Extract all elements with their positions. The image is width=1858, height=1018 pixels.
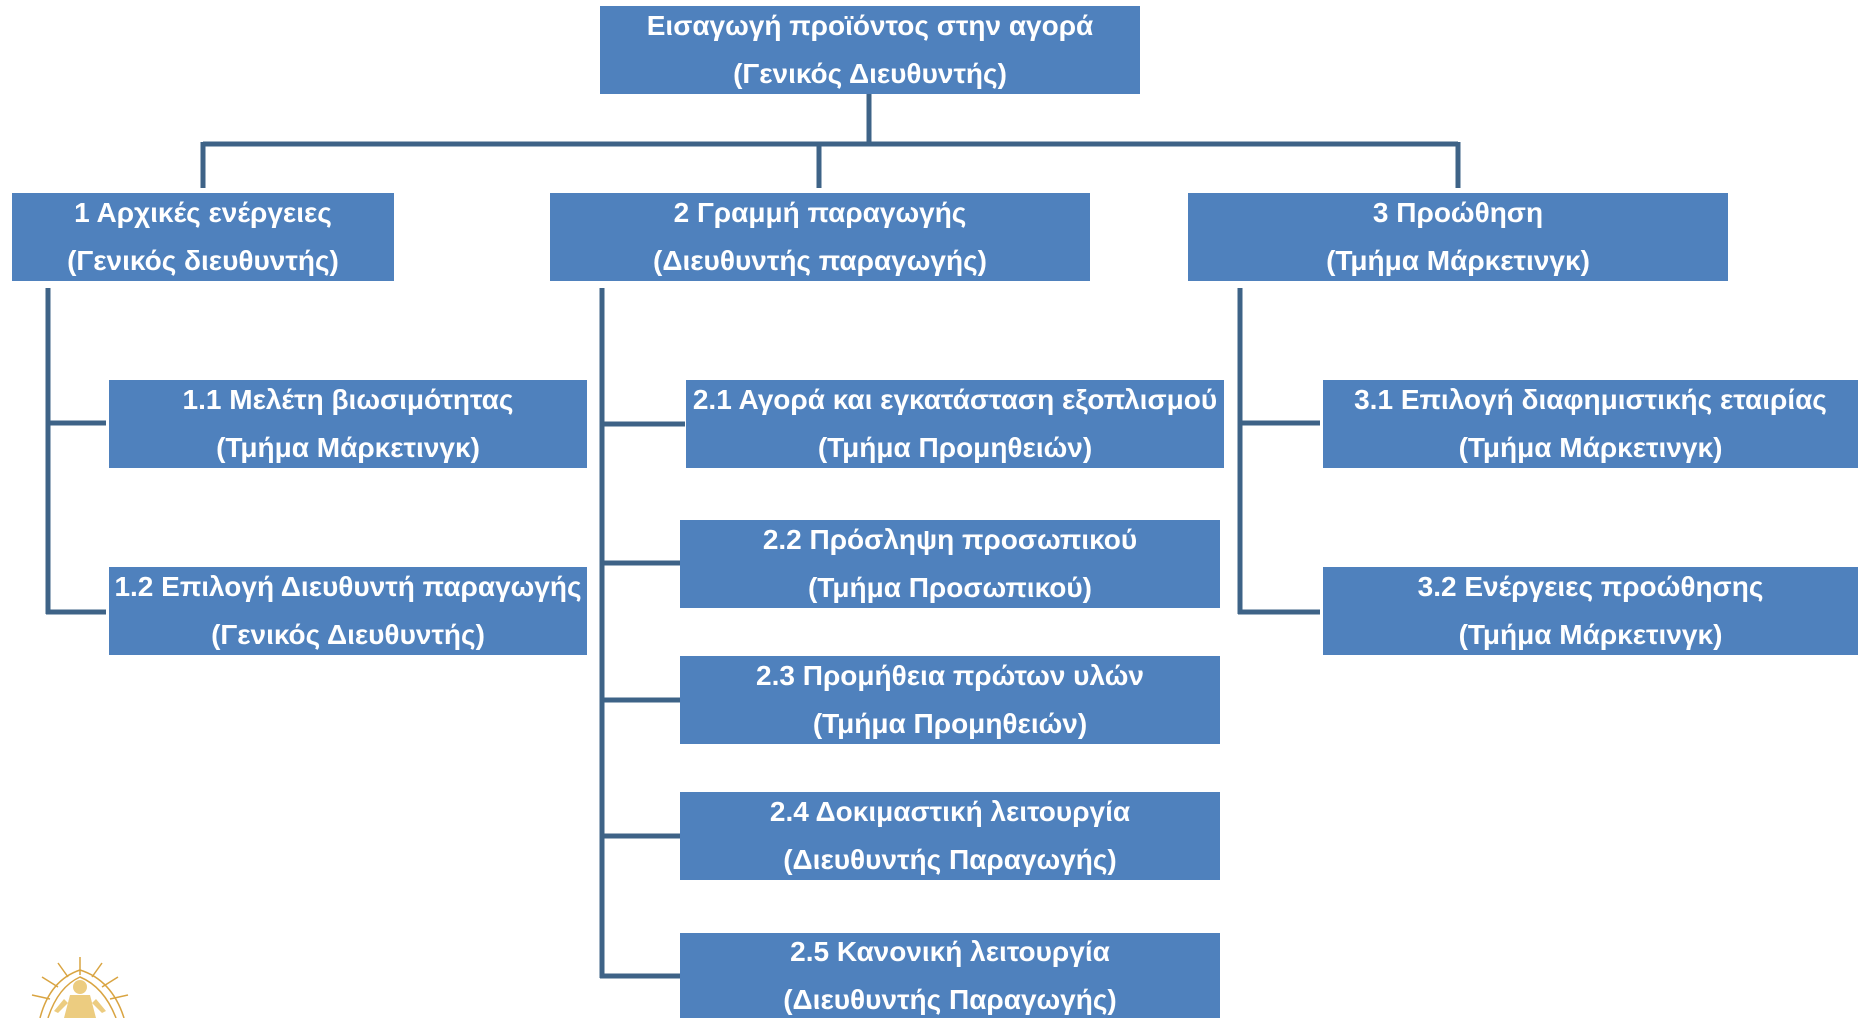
node-title: 1.1 Μελέτη βιωσιμότητας (182, 384, 514, 415)
task-1-2-node: 1.2 Επιλογή Διευθυντή παραγωγής (Γενικός… (109, 567, 587, 655)
node-owner: (Τμήμα Προσωπικού) (807, 572, 1092, 603)
task-3-2-node: 3.2 Ενέργειες προώθησης (Τμήμα Μάρκετινγ… (1323, 567, 1858, 655)
task-1-1-node: 1.1 Μελέτη βιωσιμότητας (Τμήμα Μάρκετινγ… (109, 380, 587, 468)
task-2-2-node: 2.2 Πρόσληψη προσωπικού (Τμήμα Προσωπικο… (680, 520, 1220, 608)
node-owner: (Τμήμα Προμηθειών) (812, 708, 1088, 739)
node-owner: (Γενικός Διευθυντής) (211, 619, 485, 650)
node-title: 2.4 Δοκιμαστική λειτουργία (769, 796, 1131, 827)
node-title: 2.3 Προμήθεια πρώτων υλών (756, 660, 1144, 691)
node-title: 3.2 Ενέργειες προώθησης (1417, 571, 1764, 602)
node-title: Εισαγωγή προϊόντος στην αγορά (646, 10, 1094, 41)
node-title: 2.1 Αγορά και εγκατάσταση εξοπλισμού (692, 384, 1218, 415)
node-owner: (Διευθυντής παραγωγής) (653, 245, 987, 276)
node-title: 2.2 Πρόσληψη προσωπικού (762, 524, 1138, 555)
node-owner: (Διευθυντής Παραγωγής) (783, 844, 1117, 875)
branch-2-node: 2 Γραμμή παραγωγής (Διευθυντής παραγωγής… (550, 193, 1090, 281)
node-title: 2.5 Κανονική λειτουργία (790, 935, 1110, 967)
node-owner: (Διευθυντής Παραγωγής) (783, 983, 1117, 1015)
task-2-1-node: 2.1 Αγορά και εγκατάσταση εξοπλισμού (Τμ… (686, 380, 1224, 468)
node-owner: (Τμήμα Μάρκετινγκ) (1458, 619, 1723, 650)
node-title: 1.2 Επιλογή Διευθυντή παραγωγής (114, 571, 582, 602)
node-title: 1 Αρχικές ενέργειες (74, 197, 332, 228)
node-title: 3 Προώθηση (1372, 197, 1544, 228)
node-owner: (Γενικός Διευθυντής) (733, 58, 1007, 89)
node-title: 2 Γραμμή παραγωγής (673, 197, 967, 228)
task-2-5-node: 2.5 Κανονική λειτουργία (Διευθυντής Παρα… (680, 933, 1220, 1018)
task-2-4-node: 2.4 Δοκιμαστική λειτουργία (Διευθυντής Π… (680, 792, 1220, 880)
task-3-1-node: 3.1 Επιλογή διαφημιστικής εταιρίας (Τμήμ… (1323, 380, 1858, 468)
node-owner: (Τμήμα Μάρκετινγκ) (216, 432, 480, 463)
node-title: 3.1 Επιλογή διαφημιστικής εταιρίας (1354, 384, 1827, 415)
university-seal-icon (31, 957, 129, 1018)
task-2-3-node: 2.3 Προμήθεια πρώτων υλών (Τμήμα Προμηθε… (680, 656, 1220, 744)
node-owner: (Τμήμα Μάρκετινγκ) (1458, 432, 1723, 463)
branch-1-node: 1 Αρχικές ενέργειες (Γενικός διευθυντής) (12, 193, 394, 281)
node-owner: (Τμήμα Μάρκετινγκ) (1326, 245, 1590, 276)
node-owner: (Τμήμα Προμηθειών) (817, 432, 1093, 463)
node-owner: (Γενικός διευθυντής) (67, 245, 339, 276)
branch-3-node: 3 Προώθηση (Τμήμα Μάρκετινγκ) (1188, 193, 1728, 281)
root-node: Εισαγωγή προϊόντος στην αγορά (Γενικός Δ… (600, 6, 1140, 94)
